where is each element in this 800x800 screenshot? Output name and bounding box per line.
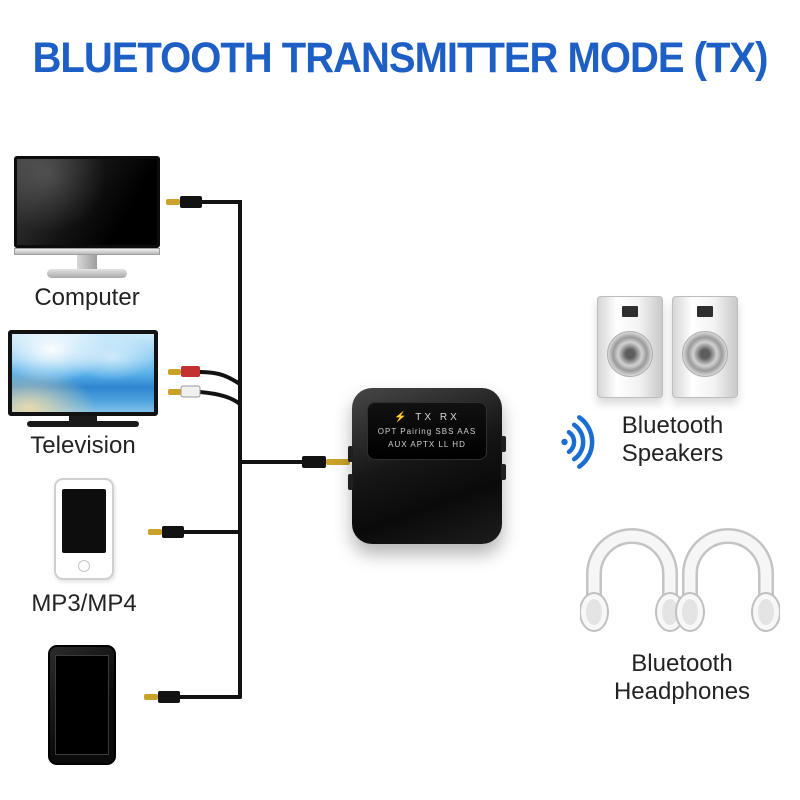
aux-plug-computer: [166, 196, 202, 208]
rca-plug-white: [168, 385, 201, 398]
speaker-tweeter: [697, 306, 713, 317]
computer-screen: [14, 156, 160, 248]
tablet-screen: [55, 655, 109, 755]
transmitter-side-port: [348, 446, 353, 462]
transmitter-side-button: [501, 464, 506, 480]
speaker-driver: [607, 331, 653, 377]
rca-plug-red: [168, 366, 200, 377]
aux-plug-tablet: [144, 691, 180, 703]
computer-label: Computer: [34, 284, 140, 311]
page-title: BLUETOOTH TRANSMITTER MODE (TX): [32, 34, 769, 82]
audio-cables: [178, 200, 304, 699]
transmitter-display-line2: OPT Pairing SBS AAS: [377, 427, 477, 436]
transmitter-display: ⚡ TX RX OPT Pairing SBS AAS AUX APTX LL …: [367, 402, 487, 460]
transmitter-display-line1: ⚡ TX RX: [394, 412, 460, 423]
aux-plug-transmitter: [302, 456, 350, 468]
television-stand-bar: [27, 421, 139, 427]
mp3-player-illustration: [54, 478, 114, 580]
transmitter-side-port: [348, 474, 353, 490]
mp3-screen: [62, 489, 106, 553]
mp3-home-button-icon: [78, 560, 90, 572]
bluetooth-speakers-illustration: [597, 296, 738, 398]
aux-plug-mp3: [148, 526, 184, 538]
transmitter-side-button: [501, 436, 506, 452]
mp3-label: MP3/MP4: [31, 590, 137, 617]
computer-illustration: [14, 156, 160, 278]
television-stand-neck: [69, 416, 97, 421]
speakers-label: Bluetooth Speakers: [590, 412, 755, 467]
transmitter-display-line3: AUX APTX LL HD: [388, 440, 466, 449]
television-screen: [8, 330, 158, 416]
speakers-label-line1: Bluetooth: [621, 412, 724, 439]
speaker-right: [672, 296, 738, 398]
computer-stand-neck: [77, 255, 97, 269]
speaker-driver: [682, 331, 728, 377]
television-label: Television: [30, 432, 136, 459]
headphones-pair-left: [580, 528, 685, 632]
computer-stand-base: [47, 269, 127, 278]
speaker-left: [597, 296, 663, 398]
headphones-pair-right: [675, 528, 780, 632]
headphones-label-line2: Headphones: [613, 677, 751, 705]
computer-chin: [14, 248, 160, 255]
speaker-tweeter: [622, 306, 638, 317]
tablet-illustration: [48, 645, 116, 765]
bluetooth-headphones-illustration: [580, 528, 780, 632]
speakers-label-line2: Speakers: [621, 439, 724, 467]
headphones-label: Bluetooth Headphones: [592, 650, 772, 705]
television-illustration: [8, 330, 158, 427]
wireless-signal-icon: [561, 415, 595, 469]
headphones-label-line1: Bluetooth: [631, 650, 733, 677]
bluetooth-transmitter-device: ⚡ TX RX OPT Pairing SBS AAS AUX APTX LL …: [348, 388, 506, 544]
